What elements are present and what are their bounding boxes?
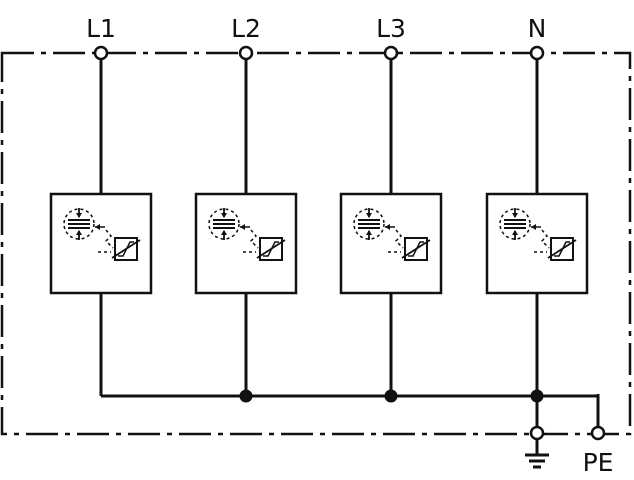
terminal-n: N	[528, 14, 547, 61]
terminal-l3: L3	[376, 14, 406, 61]
terminal-label: L2	[231, 14, 261, 43]
protection-module-n	[485, 192, 589, 295]
conductor-lines	[99, 59, 539, 426]
terminal-l2: L2	[231, 14, 261, 61]
ground-icon	[525, 440, 549, 469]
junction-dot	[384, 389, 398, 403]
terminal-label: N	[528, 14, 547, 43]
junction-dot	[530, 389, 544, 403]
protection-module-l2	[194, 192, 298, 295]
junction-dot	[239, 389, 253, 403]
junction-dots	[239, 389, 544, 403]
terminal-ground	[529, 425, 545, 441]
protection-module-l3	[339, 192, 443, 295]
protection-module-l1	[49, 192, 153, 295]
terminal-label: L1	[86, 14, 116, 43]
common-bus	[101, 394, 600, 426]
device-housing	[0, 51, 632, 436]
terminal-pe: PE	[583, 425, 614, 477]
terminal-label: L3	[376, 14, 406, 43]
terminal-label: PE	[583, 448, 614, 477]
terminal-l1: L1	[86, 14, 116, 61]
